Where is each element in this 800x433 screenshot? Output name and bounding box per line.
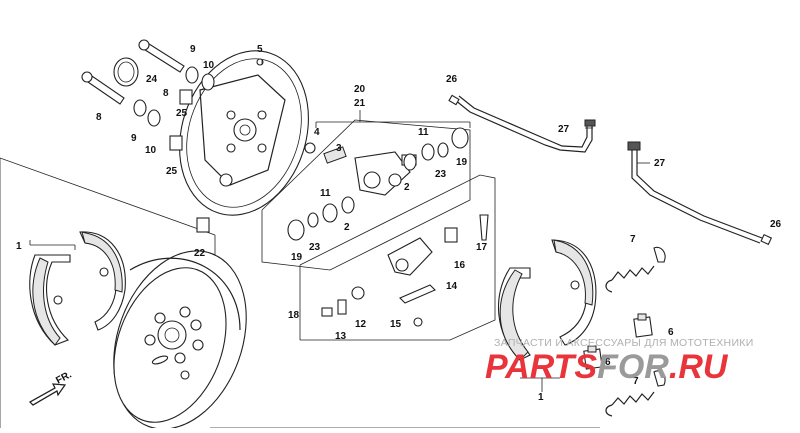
callout-19: 19: [456, 157, 468, 168]
callout-5: 5: [257, 44, 263, 55]
front-direction-arrow: FR.: [29, 369, 74, 406]
spring-upper: [605, 246, 666, 293]
callout-6: 6: [605, 357, 611, 368]
bolt-8-upper: [138, 39, 185, 73]
leader-lines: [29, 60, 650, 392]
brake-shoes-right: [498, 239, 597, 361]
callout-17: 17: [476, 242, 488, 253]
watermark-logo-for: FOR: [597, 348, 669, 386]
washers-9-10: [133, 66, 215, 127]
callout-7: 7: [630, 234, 636, 245]
brake-pipe-right: [627, 141, 773, 246]
clip-upper: [633, 313, 653, 338]
callout-11: 11: [320, 188, 331, 199]
callout-18: 18: [288, 310, 300, 321]
callout-8: 8: [163, 88, 169, 99]
callout-25: 25: [176, 108, 188, 119]
bolt-8-lower: [81, 71, 125, 105]
svg-text:PARTSFOR.RU: PARTSFOR.RU: [485, 348, 729, 386]
callout-10: 10: [145, 145, 157, 156]
callout-6: 6: [668, 327, 674, 338]
callout-26: 26: [770, 219, 782, 230]
callout-12: 12: [355, 319, 367, 330]
watermark-logo-ru: .RU: [669, 348, 729, 386]
callout-21: 21: [354, 98, 366, 109]
watermark-logo-parts: PARTS: [485, 348, 597, 386]
callout-14: 14: [446, 281, 458, 292]
callout-23: 23: [309, 242, 321, 253]
callout-8: 8: [96, 112, 102, 123]
front-direction-label: FR.: [54, 369, 74, 386]
bleeders-25-22: [169, 89, 210, 233]
brake-pipe-upper: [448, 94, 596, 153]
callout-1: 1: [16, 241, 22, 252]
callout-11: 11: [418, 127, 429, 138]
callout-19: 19: [291, 252, 303, 263]
watermark-text: ЗАПЧАСТИ И АКСЕССУАРЫ ДЛЯ МОТОТЕХНИКИ: [494, 337, 754, 349]
callout-2: 2: [404, 182, 410, 193]
callout-10: 10: [203, 60, 215, 71]
callout-24: 24: [146, 74, 158, 85]
watermark: ЗАПЧАСТИ И АКСЕССУАРЫ ДЛЯ МОТОТЕХНИКИ PA…: [485, 337, 754, 386]
brake-drum: [113, 250, 247, 430]
spring-lower: [605, 370, 666, 417]
callout-23: 23: [435, 169, 447, 180]
cylinder-lower: [321, 214, 489, 327]
callout-25: 25: [166, 166, 178, 177]
o-ring-24: [113, 57, 139, 87]
callout-3: 3: [336, 143, 342, 154]
callout-2: 2: [344, 222, 350, 233]
callout-22: 22: [194, 248, 206, 259]
callout-27: 27: [654, 158, 666, 169]
callout-20: 20: [354, 84, 366, 95]
callout-labels: 1 1 2 2 3 4 5 6 6 7 7 8 8 9 9 10 10 11 1…: [16, 44, 782, 403]
clip-lower: [583, 345, 603, 370]
callout-15: 15: [390, 319, 402, 330]
callout-13: 13: [335, 331, 347, 342]
callout-27: 27: [558, 124, 570, 135]
callout-4: 4: [314, 127, 320, 138]
callout-9: 9: [190, 44, 196, 55]
brake-panel: [179, 50, 309, 216]
brake-shoes-left: [29, 231, 126, 346]
callout-1: 1: [538, 392, 544, 403]
callout-26: 26: [446, 74, 458, 85]
callout-7: 7: [633, 376, 639, 387]
callout-16: 16: [454, 260, 466, 271]
callout-9: 9: [131, 133, 137, 144]
wheel-cylinder: [287, 127, 469, 241]
